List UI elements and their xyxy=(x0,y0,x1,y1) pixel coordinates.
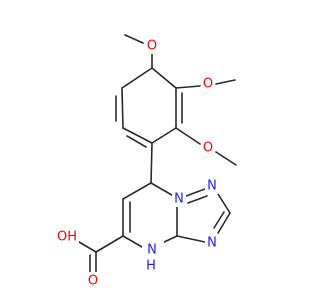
atom-n-bridge: N xyxy=(172,191,186,207)
bond-methyl-top xyxy=(124,34,144,44)
nitrogen-bridge-label: N xyxy=(174,192,184,207)
bond-n3-c3a xyxy=(176,235,206,243)
oxygen-top-label: O xyxy=(147,39,157,54)
bond-c-n3-double xyxy=(213,211,225,229)
bond-n1-n2-double xyxy=(187,195,208,204)
atom-labels: O O O N N N N xyxy=(55,38,219,289)
atom-n-triazole-top: N xyxy=(205,178,219,194)
bond-ring-c7 xyxy=(150,142,153,184)
bond-methyl-right xyxy=(215,79,236,85)
oxygen-ortho-label: O xyxy=(203,141,213,156)
nh-nitrogen-label: N xyxy=(147,243,157,258)
atom-acid-o: O xyxy=(86,272,100,289)
bond-ring-1 xyxy=(151,67,177,89)
bond-ring-6 xyxy=(121,67,153,89)
bond-ring-double-b xyxy=(126,135,147,148)
atom-n-triazole-right: N xyxy=(205,235,219,251)
bond-ring-4 xyxy=(122,127,153,144)
bond-o-right-ring xyxy=(175,85,201,89)
carbonyl-oxygen-label: O xyxy=(88,274,98,289)
structure-svg: O O O N N N N xyxy=(55,34,237,289)
atom-o-right: O xyxy=(201,76,215,92)
oxygen-right-label: O xyxy=(203,77,213,92)
bonds xyxy=(73,34,237,275)
nitrogen-triazole-right-label: N xyxy=(207,236,217,251)
bond-o-ortho-ring xyxy=(175,127,201,145)
atom-o-top: O xyxy=(145,38,159,54)
bond-c5-cooh xyxy=(95,235,124,253)
nh-hydrogen-label: H xyxy=(146,259,156,274)
atom-acid-oh: OH xyxy=(55,229,79,245)
atom-o-ortho: O xyxy=(201,140,215,156)
bond-ring-3 xyxy=(151,127,177,144)
bond-c5-nh xyxy=(122,235,143,248)
bond-ring-5 xyxy=(121,87,124,129)
bond-n2-c xyxy=(217,193,231,214)
bond-methyl-ortho xyxy=(215,151,237,166)
atom-nh: N H xyxy=(142,240,164,274)
nitrogen-triazole-top-label: N xyxy=(207,179,217,194)
molecule-diagram: O O O N N N N xyxy=(55,34,237,289)
bond-c-n3 xyxy=(217,212,231,234)
bond-c7-c6 xyxy=(122,182,152,200)
bond-n1-n2 xyxy=(185,188,206,197)
hydroxyl-label: OH xyxy=(57,230,77,245)
